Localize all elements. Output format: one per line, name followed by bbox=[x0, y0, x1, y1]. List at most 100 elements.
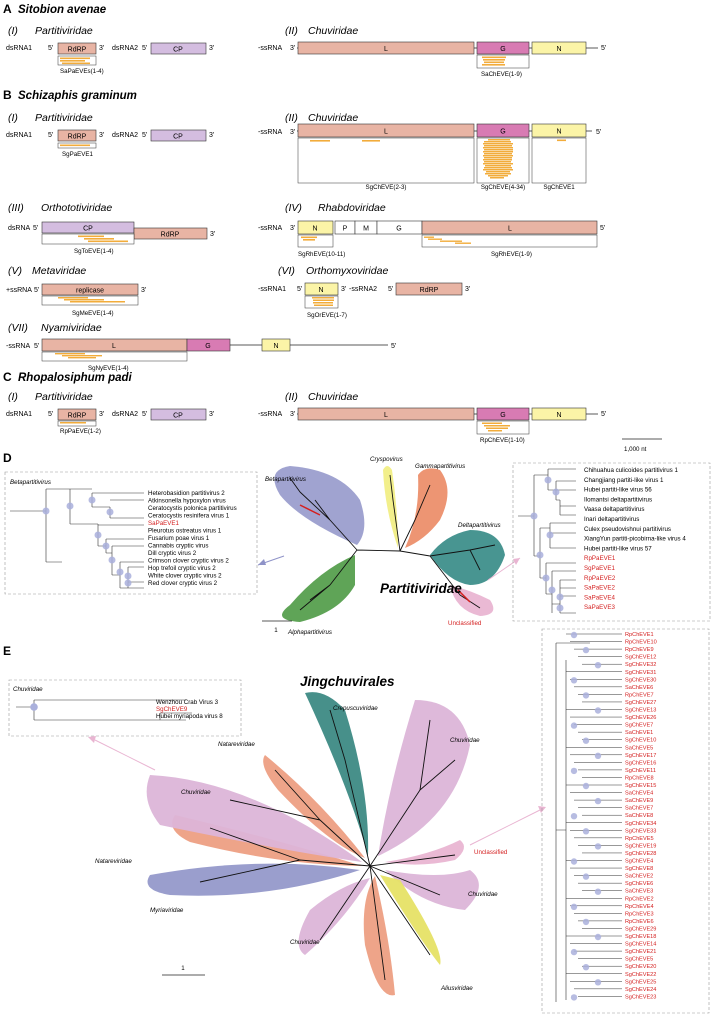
node-marker bbox=[594, 979, 602, 986]
end-label: 3' bbox=[141, 287, 146, 294]
gene-label: RdRP bbox=[68, 413, 87, 420]
taxon-label: SgChEVE18 bbox=[625, 934, 656, 940]
panel-label-a: A bbox=[3, 2, 12, 16]
taxon-label: SaPaEVE2 bbox=[584, 585, 616, 592]
taxon-label: SaChEVE6 bbox=[625, 685, 653, 691]
taxon-label: RpChEVE6 bbox=[625, 919, 654, 925]
taxon-label: SaChEVE5 bbox=[625, 745, 653, 751]
pointer-arrow bbox=[94, 739, 156, 771]
end-label: 3' bbox=[209, 45, 214, 52]
taxon-label: SgChEVE21 bbox=[625, 949, 656, 955]
taxon-label: SgChEVE22 bbox=[625, 972, 656, 978]
inset-title-beta: Betapartitivirus bbox=[10, 479, 51, 486]
eve-label: SgRhEVE(1-9) bbox=[491, 251, 532, 258]
eve-label: SaChEVE(1-9) bbox=[481, 71, 522, 78]
tree-title-partiti: Partitiviridae bbox=[380, 581, 462, 596]
taxon-label: SgChEVE34 bbox=[625, 821, 656, 827]
gene-label: CP bbox=[173, 413, 183, 420]
eve-bar bbox=[303, 239, 315, 241]
family-b-partiti: Partitiviridae bbox=[35, 112, 93, 124]
pointer-arrow bbox=[469, 809, 541, 846]
taxon-label: Cannabis cryptic virus bbox=[148, 543, 209, 550]
roman-b-ii: (II) bbox=[285, 112, 298, 124]
arrow-head bbox=[258, 559, 266, 565]
gene-label: N bbox=[273, 343, 278, 350]
rna-label: dsRNA2 bbox=[112, 411, 138, 418]
g-gene bbox=[476, 123, 530, 138]
eve-label: SgPaEVE1 bbox=[62, 151, 94, 158]
scale-label-e: 1 bbox=[181, 965, 185, 972]
taxon-label: SgPaEVE1 bbox=[584, 565, 616, 572]
taxon-label: SgChEVE19 bbox=[625, 843, 656, 849]
clade-delta bbox=[430, 530, 505, 585]
rna-label: -ssRNA bbox=[258, 411, 282, 418]
scale-label-nt: 1,000 nt bbox=[624, 446, 647, 453]
taxon-label: RpChEVE1 bbox=[625, 632, 654, 638]
eve-label: SgToEVE(1-4) bbox=[74, 248, 114, 255]
taxon-label: SgChEVE26 bbox=[625, 715, 656, 721]
taxon-label: SgChEVE15 bbox=[625, 783, 656, 789]
node-marker bbox=[570, 767, 578, 775]
gene-label: N bbox=[312, 226, 317, 233]
node-marker bbox=[594, 933, 602, 941]
eve-bars-stack bbox=[483, 139, 513, 179]
taxon-label: SgChEVE6 bbox=[625, 881, 653, 887]
end-label: 5' bbox=[142, 132, 147, 139]
clade-label-delta: Deltapartitivirus bbox=[458, 522, 501, 529]
node-marker bbox=[570, 677, 578, 684]
node-marker bbox=[570, 903, 578, 910]
clade-cryspo bbox=[383, 466, 398, 548]
eve-box bbox=[41, 351, 188, 362]
taxon-label: SgChEVE16 bbox=[625, 760, 656, 766]
l-gene bbox=[421, 220, 598, 235]
taxon-label: RpChEVE5 bbox=[625, 836, 654, 842]
node-marker bbox=[582, 918, 590, 926]
gene-label: G bbox=[396, 226, 401, 233]
taxon-label: SaChEVE7 bbox=[625, 806, 653, 812]
node-marker bbox=[570, 631, 578, 639]
cp-gene bbox=[150, 129, 207, 142]
eve-label: SgRhEVE(10-11) bbox=[298, 251, 345, 258]
n-gene bbox=[261, 338, 291, 352]
taxon-label: Culex pseudovishnui partitivirus bbox=[584, 526, 671, 533]
tree-title-jingchu: Jingchuvirales bbox=[300, 674, 395, 689]
end-label: 3' bbox=[341, 286, 346, 293]
end-label: 3' bbox=[290, 411, 295, 418]
eve-bar bbox=[60, 144, 90, 147]
node-marker bbox=[594, 797, 602, 805]
end-label: 5' bbox=[34, 287, 39, 294]
red-branch bbox=[299, 504, 321, 516]
taxon-label: Hubei partiti-like virus 56 bbox=[584, 487, 652, 494]
node-marker bbox=[594, 662, 602, 669]
rna-label: -ssRNA bbox=[258, 45, 282, 52]
roman-c-ii: (II) bbox=[285, 391, 298, 403]
taxon-label: Wenzhou Crab Virus 3 bbox=[156, 699, 219, 706]
taxon-label: SgChEVE31 bbox=[625, 670, 656, 676]
node-marker bbox=[582, 737, 590, 744]
taxon-label: SgChEVE12 bbox=[625, 655, 656, 661]
clade-unclass bbox=[385, 840, 464, 865]
node-marker bbox=[594, 707, 602, 714]
inset-box-delta bbox=[512, 462, 711, 622]
clade-label-crep: Crepuscuviridae bbox=[333, 705, 378, 712]
taxon-label: Ceratocystis resinifera virus 1 bbox=[148, 513, 230, 520]
cp-gene bbox=[150, 408, 207, 421]
end-label: 3' bbox=[209, 411, 214, 418]
taxon-label: SgChEVE28 bbox=[625, 851, 656, 857]
end-label: 3' bbox=[99, 132, 104, 139]
taxon-label: Atkinsonella hypoxylon virus bbox=[148, 498, 226, 505]
clade-aliu bbox=[380, 875, 441, 965]
clade-label-aliu: Aliusviridae bbox=[440, 985, 473, 992]
taxon-label: RpPaEVE2 bbox=[584, 575, 616, 582]
panel-label-b: B bbox=[3, 88, 12, 102]
taxon-label: SaChEVE1 bbox=[625, 730, 653, 736]
clade-label-chuvi-left: Chuviridae bbox=[181, 789, 211, 796]
clade-label-unclassified: Unclassified bbox=[448, 620, 482, 627]
gene-label: CP bbox=[173, 134, 183, 141]
red-branch bbox=[457, 589, 471, 603]
family-a-chuvi: Chuviridae bbox=[308, 25, 358, 37]
taxon-label: SgChEVE25 bbox=[625, 979, 656, 985]
rna-label: -ssRNA1 bbox=[258, 286, 286, 293]
node-marker bbox=[582, 873, 590, 880]
